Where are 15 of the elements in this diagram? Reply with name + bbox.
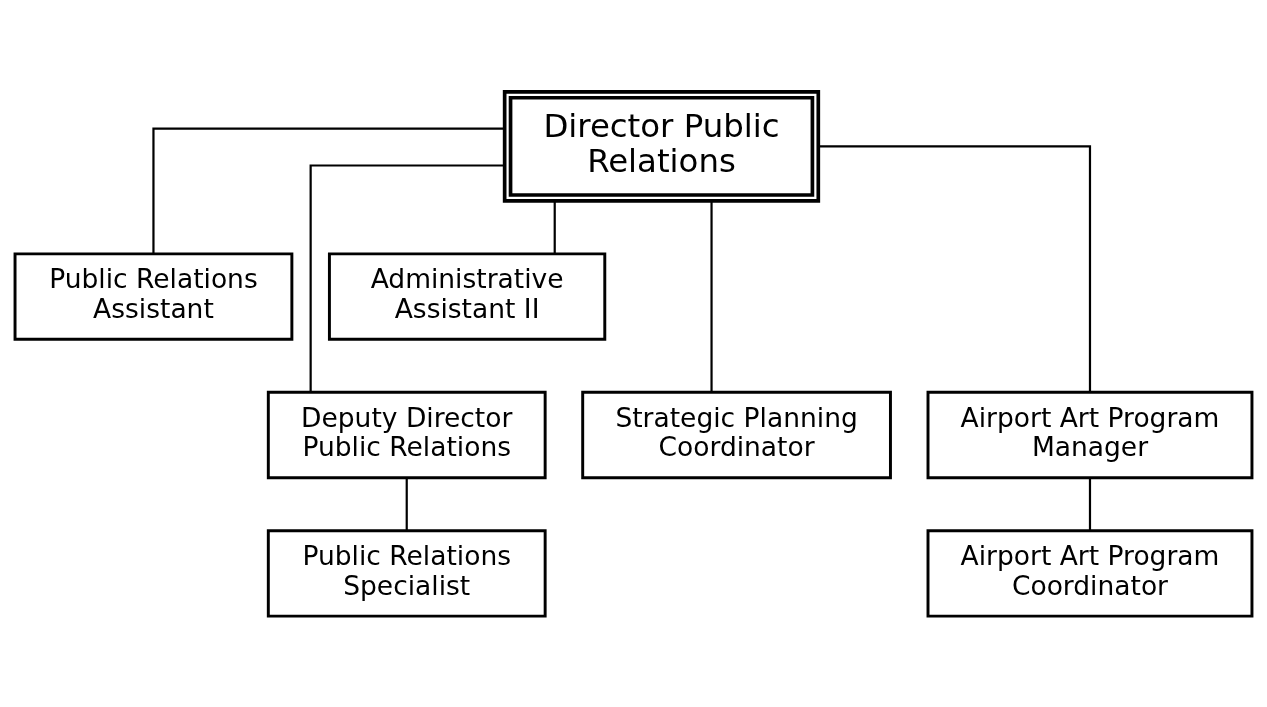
node-box: Director Public Relations <box>502 89 821 203</box>
connector <box>152 127 505 254</box>
node-box: Airport Art Program Manager <box>926 390 1254 479</box>
node-box: Public Relations Specialist <box>266 528 547 618</box>
connector <box>1088 477 1092 530</box>
node-box: Airport Art Program Coordinator <box>926 528 1254 618</box>
connector <box>405 477 408 530</box>
node-box: Strategic Planning Coordinator <box>581 390 892 479</box>
connector <box>553 200 556 253</box>
node-box: Deputy Director Public Relations <box>266 390 547 479</box>
connector <box>818 144 1092 392</box>
node-box: Administrative Assistant II <box>327 251 607 341</box>
node-box: Public Relations Assistant <box>13 251 294 341</box>
connector <box>309 163 505 392</box>
connector <box>710 200 713 392</box>
